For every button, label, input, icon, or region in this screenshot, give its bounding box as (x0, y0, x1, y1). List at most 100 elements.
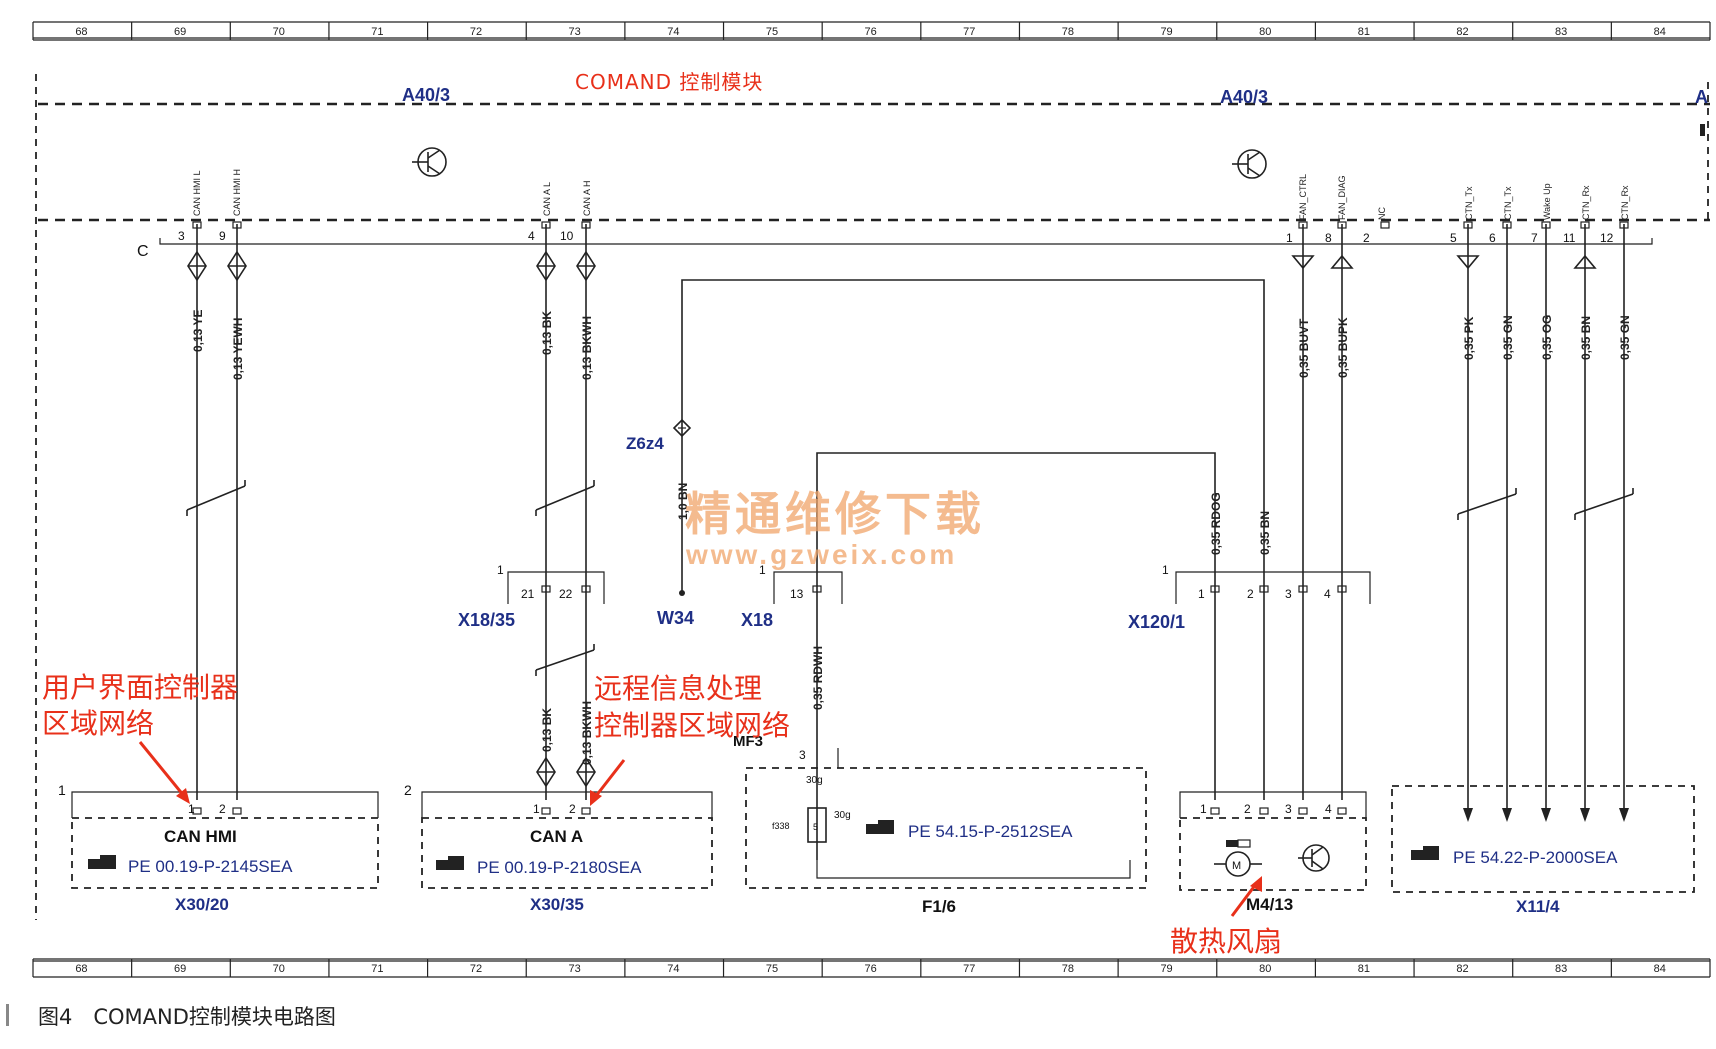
connector-mf3: MF3 (733, 733, 763, 750)
svg-text:X18/35: X18/35 (458, 610, 515, 630)
svg-text:控制器区域网络: 控制器区域网络 (594, 709, 790, 742)
svg-text:PE 00.19-P-2145SEA: PE 00.19-P-2145SEA (128, 857, 293, 876)
wire-label: 0,35 RDOG (1209, 492, 1223, 555)
wire-label: 0,13 BKWH (580, 316, 594, 380)
ruler-number: 75 (766, 963, 778, 975)
pin-number: 8 (1325, 231, 1332, 245)
svg-text:3: 3 (1285, 802, 1292, 816)
wire-label: 0,35 GN (1501, 315, 1515, 360)
pin-number: 6 (1489, 231, 1496, 245)
comand-module-boundary (35, 74, 1710, 920)
ruler-number: 75 (766, 26, 778, 38)
module-ref-edge: A (1695, 87, 1708, 107)
signal-label: CTN_Rx (1620, 185, 1630, 220)
signal-label: FAN_CTRL (1298, 174, 1308, 220)
module-title: COMAND 控制模块 (575, 70, 763, 94)
pin-terminal (1210, 807, 1220, 815)
svg-text:M: M (1232, 860, 1241, 872)
wire-label: 0,35 BUPK (1336, 317, 1350, 378)
pin-number: 1 (1286, 231, 1293, 245)
wire-label: 0,13 BK (540, 708, 554, 752)
annotation-hmi: 用户界面控制器 区域网络 (42, 671, 238, 804)
svg-text:2: 2 (1244, 802, 1251, 816)
ruler-number: 83 (1555, 26, 1567, 38)
ruler-number: 81 (1358, 26, 1370, 38)
svg-text:2: 2 (404, 782, 412, 798)
svg-text:X30/20: X30/20 (175, 895, 229, 914)
signal-cluster: CAN HMI L CAN HMI H CAN A L CAN A H FAN_… (178, 169, 1630, 245)
wire-label: 0,35 RDWH (811, 646, 825, 710)
control-unit-icon-right (1232, 149, 1267, 179)
svg-text:4: 4 (1325, 802, 1332, 816)
ruler-number: 83 (1555, 963, 1567, 975)
can-diamond (576, 250, 596, 282)
ruler-number: 69 (174, 963, 186, 975)
pin-number: 7 (1531, 231, 1538, 245)
svg-text:2: 2 (1247, 587, 1254, 601)
svg-text:30g: 30g (806, 775, 823, 786)
wire-label: 0,35 BN (1258, 511, 1272, 555)
svg-text:30g: 30g (834, 810, 851, 821)
svg-text:1: 1 (58, 782, 66, 798)
wire-label: 0,35 BUVT (1297, 318, 1311, 378)
svg-text:3: 3 (1285, 587, 1292, 601)
wire-label: 0,13 YEWH (231, 318, 245, 380)
edge-marker (1700, 124, 1705, 136)
connector-x120-1: 1 1 2 3 4 X120/1 (1128, 563, 1371, 632)
svg-text:2: 2 (569, 802, 576, 816)
ruler-number: 71 (371, 963, 383, 975)
ruler-number: 73 (569, 26, 581, 38)
svg-text:f338: f338 (772, 821, 790, 831)
pin-terminal (1380, 221, 1390, 229)
pin-terminal (541, 807, 551, 815)
svg-text:X120/1: X120/1 (1128, 612, 1185, 632)
ruler-number: 74 (667, 963, 679, 975)
ruler-number: 80 (1259, 963, 1271, 975)
signal-label: CAN HMI H (232, 169, 242, 216)
ruler-number: 81 (1358, 963, 1370, 975)
ruler-number: 84 (1654, 963, 1666, 975)
ruler-number: 82 (1456, 26, 1468, 38)
pin-number: 10 (560, 229, 574, 243)
wire-labels: 0,13 YE 0,13 YEWH 0,13 BK 0,13 BKWH 0,35… (191, 310, 1632, 765)
svg-text:1: 1 (1200, 802, 1207, 816)
connector-w34: W34 (657, 608, 694, 628)
component-m4-13: 1 2 3 4 M M4/13 (1179, 791, 1367, 914)
can-diamond (187, 250, 207, 282)
ruler-number: 82 (1456, 963, 1468, 975)
module-ref-right: A40/3 (1220, 87, 1268, 107)
annotation-telematics: 远程信息处理 控制器区域网络 (590, 672, 790, 806)
wire-label: 0,13 BKWH (580, 701, 594, 765)
module-ref-left: A40/3 (402, 85, 450, 105)
svg-text:1: 1 (533, 802, 540, 816)
ruler-number: 76 (865, 26, 877, 38)
fan-control-unit-icon (1298, 844, 1330, 872)
watermark-url: www.gzweix.com (685, 539, 957, 570)
pin-number: 5 (1450, 231, 1457, 245)
svg-text:21: 21 (521, 587, 535, 601)
can-diamond (227, 250, 247, 282)
svg-text:5: 5 (813, 822, 818, 832)
ruler-number: 77 (963, 963, 975, 975)
ruler-number: 79 (1160, 963, 1172, 975)
ruler-number: 76 (865, 963, 877, 975)
wire-label: 0,35 BN (1579, 316, 1593, 360)
ruler-number: 68 (75, 963, 87, 975)
svg-text:用户界面控制器: 用户界面控制器 (42, 671, 238, 704)
pin-number: 9 (219, 229, 226, 243)
svg-text:X11/4: X11/4 (1516, 897, 1560, 916)
component-f1-6: 3 30g 5 f338 30g PE 54.15-P-2512SEA F1/6 (745, 730, 1147, 916)
caption-bar (6, 1004, 9, 1026)
pin-terminal (581, 807, 591, 815)
wire-label: 1,0 BN (676, 483, 690, 520)
svg-text:X18: X18 (741, 610, 773, 630)
figure-caption: 图4 COMAND控制模块电路图 (38, 1005, 336, 1029)
ruler-number: 74 (667, 26, 679, 38)
ruler-number: 73 (569, 963, 581, 975)
svg-text:PE 00.19-P-2180SEA: PE 00.19-P-2180SEA (477, 858, 642, 877)
ruler-number: 72 (470, 963, 482, 975)
signal-label: CAN HMI L (192, 170, 202, 216)
watermark-title: 精通维修下载 (685, 487, 985, 541)
pin-terminal (1259, 807, 1269, 815)
